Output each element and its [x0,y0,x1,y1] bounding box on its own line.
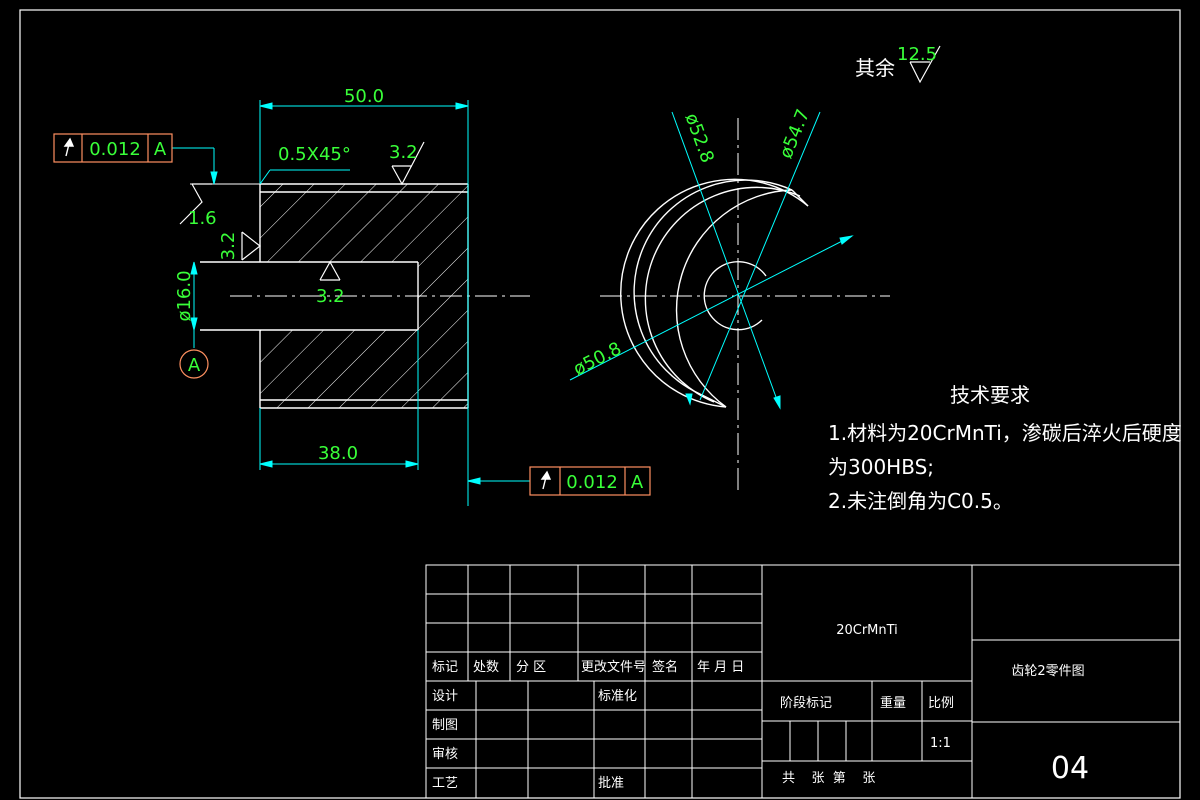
tb-stage-mark: 阶段标记 [780,696,832,711]
runout-bottom-tolerance: 0.012 [566,472,618,493]
tech-line-3: 2.未注倒角为C0.5。 [828,489,1013,513]
tb-col-mark: 标记 [432,660,458,675]
dim-overall-length: 50.0 [344,86,384,107]
finish-bore: 3.2 [316,286,345,307]
general-finish-value: 12.5 [897,44,937,65]
finish-top: 3.2 [389,142,418,163]
finish-left-top: 1.6 [188,208,217,229]
dim-chamfer: 0.5X45° [278,144,351,165]
tb-col-change-doc: 更改文件号 [581,660,646,675]
tb-material: 20CrMnTi [836,623,898,638]
lower-hatch [260,330,468,408]
dim-bore-length: 38.0 [318,443,358,464]
runout-frame-top: 0.012 A [53,133,173,163]
general-finish-label: 其余 [855,56,895,80]
tb-scale-value: 1:1 [930,736,951,751]
tb-col-sign: 签名 [652,659,678,675]
tb-drawing-number: 04 [1051,751,1089,786]
datum-circle [179,349,209,379]
datum-label: A [188,355,201,376]
tb-review: 审核 [432,747,458,762]
dim-dia-52-8: ø52.8 [681,111,718,166]
section-view: 50.0 38.0 0.5X45° ø16.0 3.2 1.6 3.2 3.2 … [172,45,941,506]
runout-bottom-datum: A [631,472,644,493]
tb-scale-label: 比例 [928,696,954,711]
tb-process: 工艺 [432,776,458,791]
dim-dia-50-8: ø50.8 [570,338,625,380]
tech-requirements: 技术要求 1.材料为20CrMnTi，渗碳后淬火后硬度 为300HBS; 2.未… [828,383,1182,513]
tech-line-1: 1.材料为20CrMnTi，渗碳后淬火后硬度 [828,421,1182,445]
runout-icon [63,137,75,157]
tech-line-2: 为300HBS; [828,455,934,479]
tb-col-date: 年 月 日 [697,660,744,675]
finish-left-face: 3.2 [218,232,239,261]
title-block [425,564,1181,799]
tb-weight: 重量 [880,695,906,711]
tb-drafting: 制图 [432,718,458,733]
runout-icon [540,470,552,490]
runout-frame-bottom: 0.012 A [529,466,651,496]
dim-bore-diameter: ø16.0 [174,270,195,321]
tb-sheet-info: 共 张 第 张 [782,771,875,786]
upper-hatch [260,184,468,262]
tb-col-count: 处数 [473,660,499,675]
tb-design: 设计 [432,689,458,704]
tb-approve: 批准 [598,776,624,791]
runout-top-tolerance: 0.012 [89,139,141,160]
tb-standardize: 标准化 [598,689,637,704]
title-block-text: 标记 处数 分 区 更改文件号 签名 年 月 日 设计 标准化 制图 审核 工艺… [432,623,1089,791]
dim-dia-54-7: ø54.7 [776,106,815,161]
runout-top-datum: A [154,139,167,160]
tech-title: 技术要求 [950,383,1030,407]
tb-col-zone: 分 区 [516,660,546,675]
tb-drawing-name: 齿轮2零件图 [1011,664,1084,679]
